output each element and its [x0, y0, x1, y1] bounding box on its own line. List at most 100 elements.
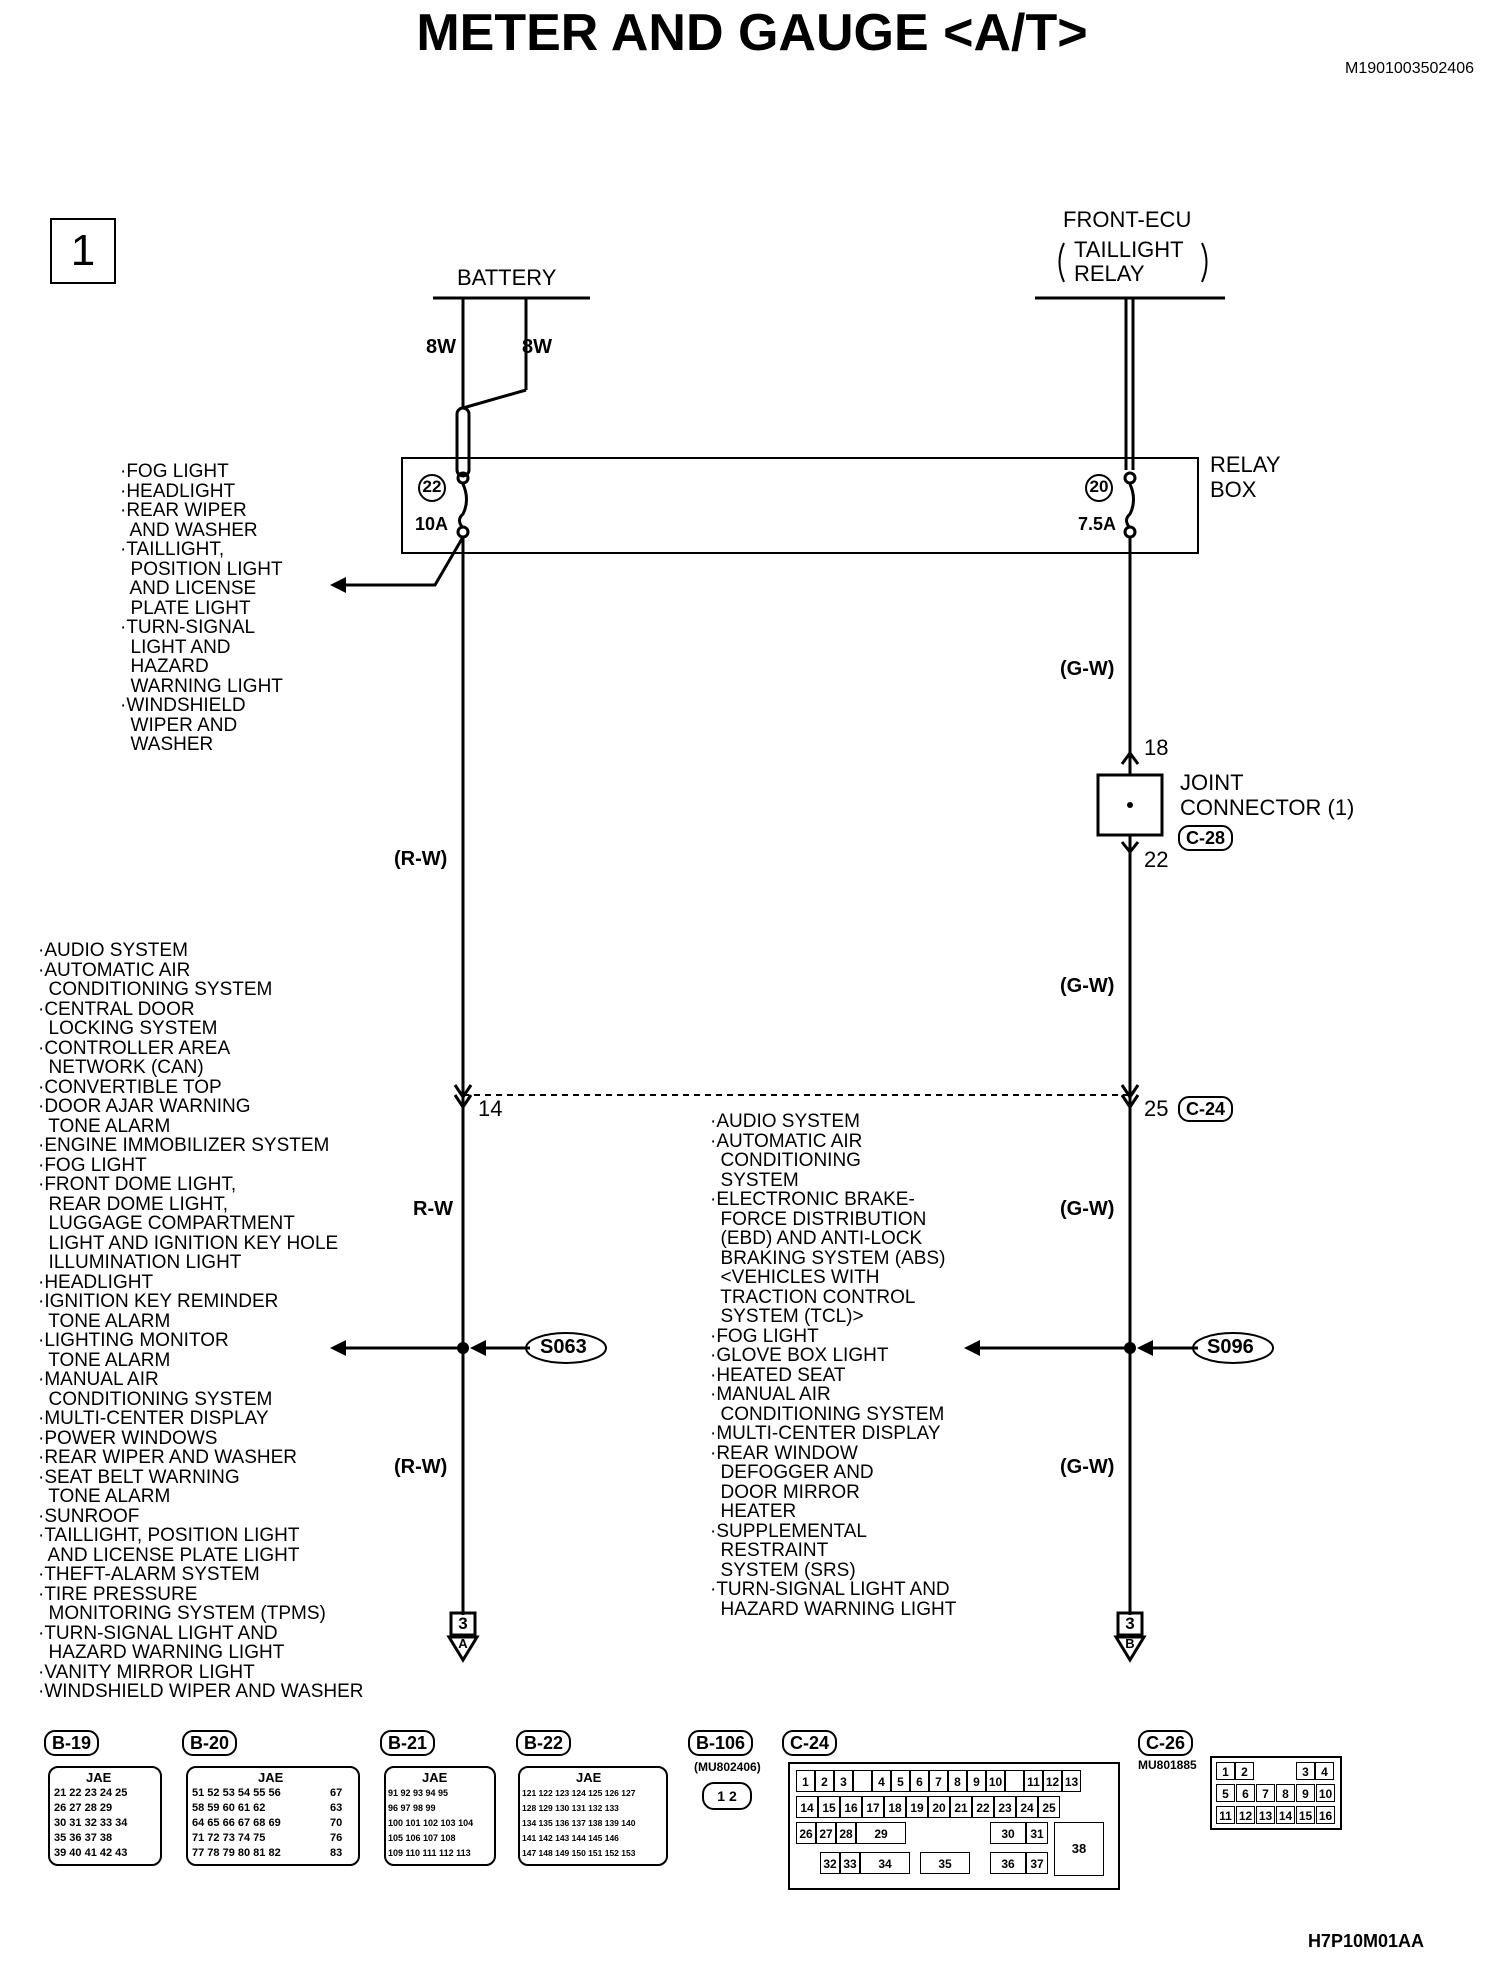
system-item: DEFOGGER AND — [710, 1462, 874, 1483]
offpage-a-sheet: 3 — [458, 1614, 468, 1633]
pin-cell: 7 — [1256, 1784, 1275, 1802]
pin-cell — [853, 1770, 872, 1792]
system-item: ·AUTOMATIC AIR — [38, 959, 191, 981]
splice-s096-oval — [1192, 1332, 1274, 1364]
system-item: ·POWER WINDOWS — [38, 1427, 218, 1449]
pin-cell: 6 — [1236, 1784, 1255, 1802]
page-title: METER AND GAUGE <A/T> — [416, 4, 1088, 62]
system-item: ·MULTI-CENTER DISPLAY — [710, 1423, 941, 1444]
pin-cell: 25 — [1038, 1796, 1060, 1818]
pin-cell: 37 — [1026, 1852, 1048, 1874]
pin-cell: 34 — [860, 1852, 910, 1874]
pin-cell: 5 — [891, 1770, 910, 1792]
pin-row: 128 129 130 131 132 133 — [522, 1803, 619, 1813]
pin-row: 58 59 60 61 62 — [192, 1802, 266, 1814]
fuse-22-bottom-terminal — [456, 525, 470, 539]
system-item: ·LIGHTING MONITOR — [38, 1330, 229, 1351]
system-item: ·REAR WIPER AND WASHER — [38, 1447, 297, 1468]
branch-item: POSITION LIGHT — [120, 558, 283, 580]
wire-label-g-w-4: (G-W) — [1060, 1456, 1115, 1478]
fuse-22-branch-list: ·FOG LIGHT·HEADLIGHT·REAR WIPER AND WASH… — [120, 462, 283, 755]
pin-cell: 4 — [872, 1770, 891, 1792]
system-item: ·TURN-SIGNAL LIGHT AND — [38, 1622, 278, 1644]
pin-cell: 15 — [1296, 1806, 1315, 1824]
figure-code: H7P10M01AA — [1307, 1931, 1424, 1951]
pin-row: 30 31 32 33 34 — [54, 1817, 128, 1829]
pin-cell: 36 — [990, 1852, 1026, 1874]
pin-cell: 31 — [1026, 1822, 1048, 1844]
pin-row: 63 — [330, 1802, 343, 1814]
offpage-b-letter: B — [1125, 1636, 1135, 1651]
system-item: CONDITIONING SYSTEM — [38, 979, 273, 1000]
connector-c26-tag: C-26 — [1138, 1730, 1194, 1756]
pin-cell: 24 — [1016, 1796, 1038, 1818]
pin-cell: 19 — [906, 1796, 928, 1818]
fuse-22-holder — [455, 406, 471, 478]
pin-row: 76 — [330, 1832, 343, 1844]
branch-item: HAZARD — [120, 656, 209, 677]
pin-cell: 3 — [834, 1770, 853, 1792]
splice-s063-oval — [525, 1332, 607, 1364]
branch-item: ·TAILLIGHT, — [120, 539, 225, 560]
pin-cell: 17 — [862, 1796, 884, 1818]
connector-b106-face: 1 2 — [702, 1782, 752, 1810]
pin-cell: 23 — [994, 1796, 1016, 1818]
splice-s096-dot — [1124, 1342, 1136, 1354]
fuse-22-branch-arrow — [330, 577, 346, 593]
system-item: ·AUDIO SYSTEM — [710, 1111, 860, 1132]
pin-cell: 6 — [910, 1770, 929, 1792]
system-item: ·ENGINE IMMOBILIZER SYSTEM — [38, 1135, 330, 1156]
system-item: ·IGNITION KEY REMINDER — [38, 1291, 279, 1312]
pin-cell: 18 — [884, 1796, 906, 1818]
offpage-b-box — [1116, 1611, 1144, 1637]
system-item: (EBD) AND ANTI-LOCK — [710, 1228, 923, 1249]
pin-cell: 8 — [948, 1770, 967, 1792]
pin-cell: 29 — [856, 1822, 906, 1844]
splice-s096-label: S096 — [1207, 1336, 1254, 1358]
relay-box-outline — [401, 457, 1199, 554]
joint-connector-tag: C-28 — [1178, 825, 1234, 851]
connector-c26-part: MU801885 — [1138, 1758, 1197, 1772]
right-system-list: ·AUDIO SYSTEM·AUTOMATIC AIR CONDITIONING… — [710, 1112, 956, 1619]
system-item: ·HEADLIGHT — [38, 1271, 154, 1293]
pin-cell: 10 — [1316, 1784, 1335, 1802]
fuse-20-element — [1125, 483, 1135, 529]
system-item: LOCKING SYSTEM — [38, 1018, 218, 1039]
system-item: REAR DOME LIGHT, — [38, 1193, 229, 1215]
pin-cell: 11 — [1216, 1806, 1235, 1824]
system-item: HAZARD WARNING LIGHT — [38, 1642, 285, 1663]
pin-cell: 30 — [990, 1822, 1026, 1844]
system-item: TONE ALARM — [38, 1349, 171, 1371]
pin-row: 77 78 79 80 81 82 — [192, 1847, 281, 1859]
pin-row: 141 142 143 144 145 146 — [522, 1833, 619, 1843]
joint-connector-top-pin — [1120, 750, 1140, 765]
system-item: CONDITIONING SYSTEM — [38, 1388, 273, 1410]
system-item: ·FOG LIGHT — [710, 1325, 819, 1347]
connector-b106-pins: 1 2 — [717, 1788, 737, 1804]
front-ecu-bracket-left — [1058, 242, 1065, 283]
relay-box-label-line1: RELAY — [1210, 452, 1281, 477]
fuse-20-bottom-terminal — [1123, 525, 1137, 539]
c24-pin-14: 14 — [478, 1096, 503, 1121]
front-ecu-relay-line1: TAILLIGHT — [1074, 237, 1184, 262]
system-item: HAZARD WARNING LIGHT — [710, 1598, 957, 1620]
wire-label-g-w-3: (G-W) — [1060, 1198, 1115, 1220]
offpage-b-sheet: 3 — [1125, 1614, 1135, 1633]
pin-cell: 16 — [840, 1796, 862, 1818]
wire-label-g-w-2: (G-W) — [1060, 975, 1115, 997]
battery-wire-gauge-left: 8W — [426, 336, 456, 358]
wire-label-r-w-2: R-W — [413, 1198, 453, 1220]
system-item: <VEHICLES WITH — [710, 1267, 880, 1288]
pin-row: 83 — [330, 1847, 343, 1859]
system-item: ·THEFT-ALARM SYSTEM — [38, 1564, 260, 1585]
system-item: ·WINDSHIELD WIPER AND WASHER — [38, 1681, 364, 1702]
c24-pin-25-marker — [1120, 1084, 1140, 1100]
branch-item: PLATE LIGHT — [120, 597, 251, 619]
system-item: CONDITIONING — [710, 1150, 861, 1171]
connector-b19-brand: JAE — [86, 1770, 112, 1785]
